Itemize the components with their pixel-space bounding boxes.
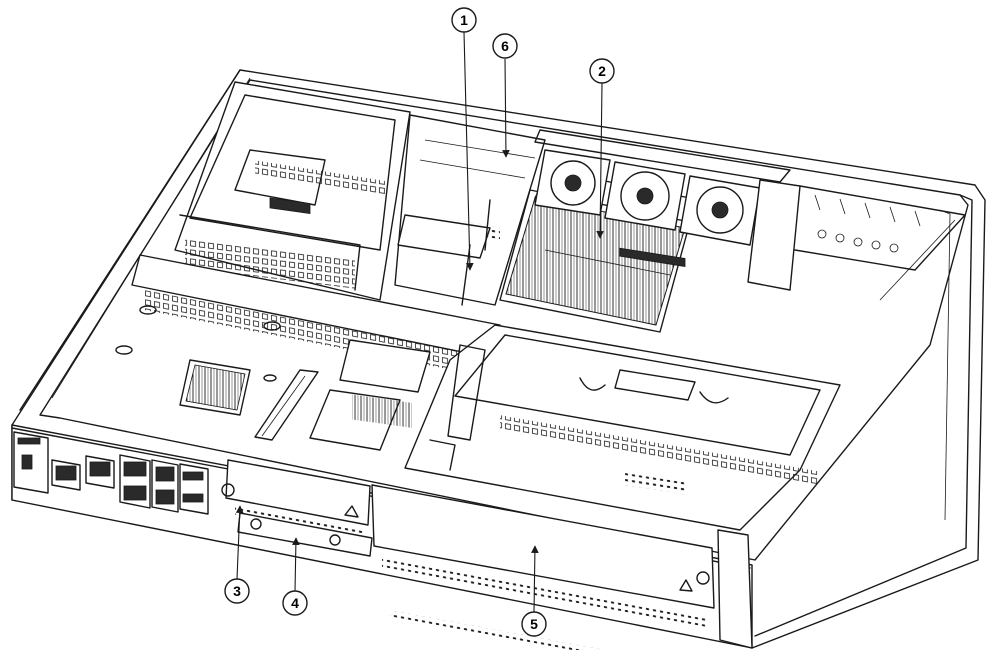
- front-ports: [51, 454, 209, 515]
- callout-3: 3: [224, 578, 250, 604]
- callout-leaders: [235, 31, 604, 613]
- motherboard-components: [115, 305, 431, 451]
- fan-2: [604, 161, 686, 231]
- cpu-heatsink: [499, 169, 701, 333]
- fan-3: [679, 175, 761, 246]
- callout-5: 5: [521, 611, 547, 637]
- cooling-fans: [534, 129, 791, 267]
- callout-1-label: 1: [460, 12, 468, 28]
- memory-area: [394, 114, 546, 306]
- nim-card-cage: [404, 324, 841, 531]
- callout-5-label: 5: [530, 616, 538, 632]
- callout-2-label: 2: [598, 63, 606, 79]
- callout-4-label: 4: [291, 595, 299, 611]
- rear-bracket: [747, 179, 966, 291]
- callout-1: 1: [451, 7, 477, 33]
- fan-1: [534, 149, 611, 216]
- callout-2: 2: [589, 58, 615, 84]
- callout-3-label: 3: [233, 583, 241, 599]
- power-supply: [174, 81, 411, 301]
- callout-6-label: 6: [501, 38, 509, 54]
- front-faceplate: [11, 424, 753, 650]
- callout-6: 6: [492, 33, 518, 59]
- callout-4: 4: [282, 590, 308, 616]
